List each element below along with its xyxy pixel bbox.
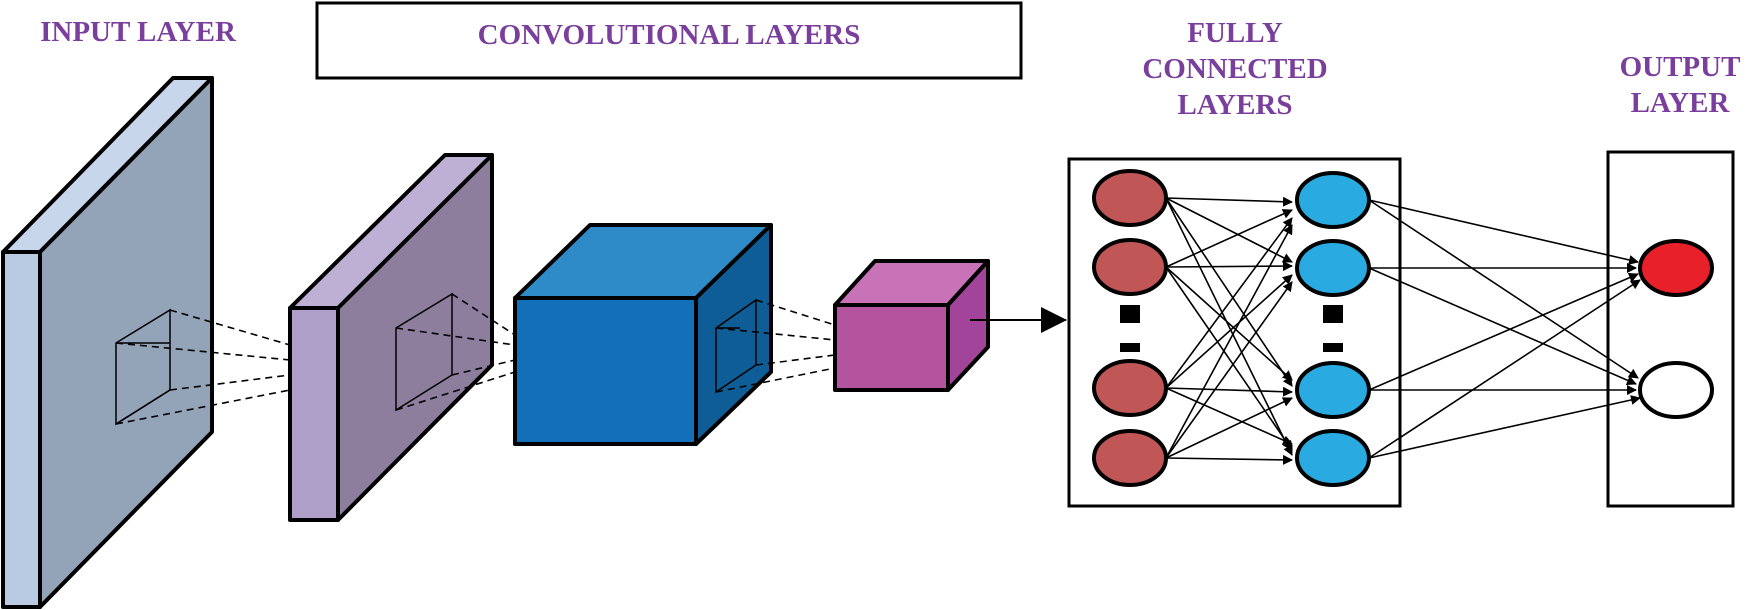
output-label-line-1: OUTPUT <box>1620 51 1741 83</box>
input-layer-slab <box>1 76 214 609</box>
fc-node <box>1295 171 1371 229</box>
output-node-inactive <box>1638 361 1714 419</box>
fc-node <box>1295 239 1371 297</box>
fc-connections <box>1165 196 1293 465</box>
projection-lines-2 <box>395 293 516 411</box>
ellipsis-dots-icon <box>1120 305 1140 352</box>
output-node-active <box>1638 239 1714 297</box>
fc-label-line-2: CONNECTED <box>1142 53 1327 85</box>
projection-lines-1 <box>115 309 291 425</box>
conv-layers-label: CONVOLUTIONAL LAYERS <box>478 19 861 51</box>
fc-label-line-1: FULLY <box>1187 17 1283 49</box>
fc-node <box>1092 238 1168 296</box>
conv-layer-4-cube <box>833 259 990 392</box>
input-layer-label: INPUT LAYER <box>40 16 237 48</box>
fc-left-nodes <box>1092 169 1168 487</box>
output-layer-box <box>1606 150 1735 508</box>
conv-label-box <box>315 1 1023 80</box>
fc-node <box>1092 169 1168 227</box>
conv-layer-3-cube <box>513 223 773 446</box>
projection-lines-3 <box>715 299 836 393</box>
output-connections <box>1368 199 1641 459</box>
conv-layer-2-slab <box>288 153 494 522</box>
ellipsis-dots-icon <box>1323 305 1343 352</box>
fc-node <box>1092 429 1168 487</box>
fc-node <box>1295 429 1371 487</box>
fc-node <box>1092 359 1168 417</box>
fc-node <box>1295 361 1371 419</box>
fc-label-line-3: LAYERS <box>1178 89 1293 121</box>
output-label-line-2: LAYER <box>1631 87 1731 119</box>
